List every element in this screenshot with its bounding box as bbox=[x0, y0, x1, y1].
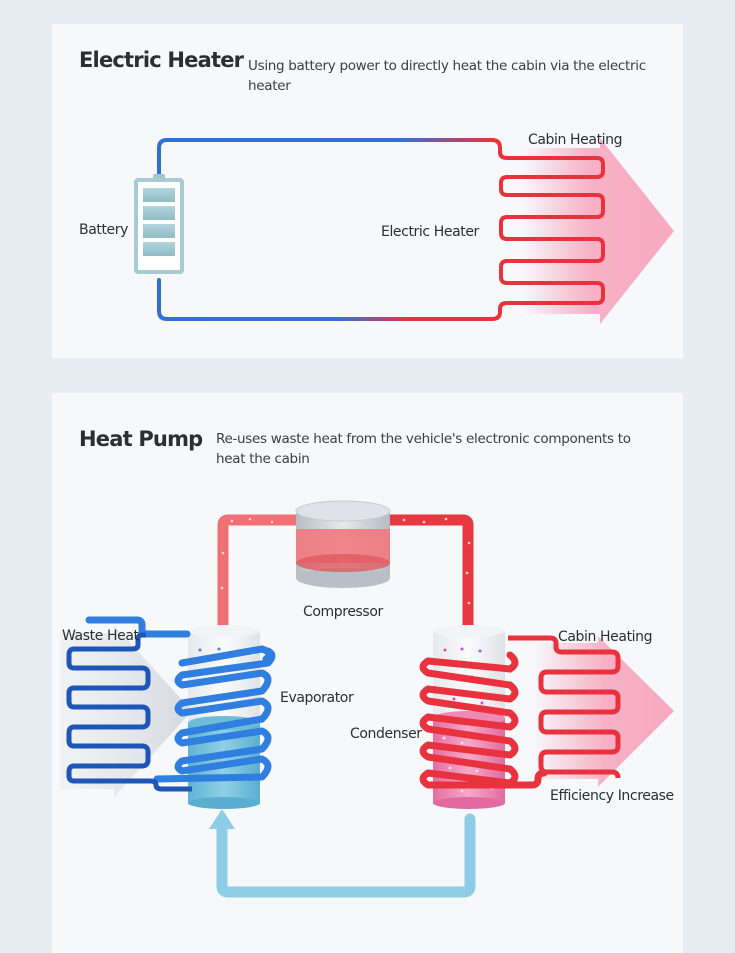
circuit-wire-bottom bbox=[157, 278, 494, 321]
electric-heater-label: Electric Heater bbox=[381, 224, 480, 240]
heat-pump-description: Re-uses waste heat from the vehicle's el… bbox=[216, 431, 631, 467]
condenser-coil bbox=[419, 657, 548, 789]
return-line bbox=[216, 813, 476, 898]
cabin-heating-label: Cabin Heating bbox=[558, 629, 652, 645]
circuit-wire-top bbox=[157, 138, 605, 197]
electric-heater-diagram: Battery Electric Heater Cabin Heating bbox=[79, 132, 674, 324]
return-arrowhead-icon bbox=[209, 809, 235, 829]
refrigerant-dots bbox=[220, 517, 471, 605]
electric-heater-description: Using battery power to directly heat the… bbox=[248, 58, 646, 94]
heat-pump-diagram: Compressor Waste Heat Evaporator Condens… bbox=[60, 500, 674, 898]
compressor-label: Compressor bbox=[303, 604, 383, 620]
heater-coil bbox=[490, 193, 605, 321]
battery-label: Battery bbox=[79, 222, 128, 238]
cabin-heating-label: Cabin Heating bbox=[528, 132, 622, 148]
waste-heat-coil bbox=[66, 632, 192, 792]
evaporator-coil-top bbox=[178, 645, 273, 667]
electric-heater-panel: Electric Heater Using battery power to d… bbox=[52, 24, 683, 358]
heat-pump-title: Heat Pump bbox=[79, 427, 203, 451]
condenser-label: Condenser bbox=[350, 726, 422, 742]
heat-pump-panel: Heat Pump Re-uses waste heat from the ve… bbox=[52, 393, 683, 953]
cabin-heating-arrow bbox=[522, 138, 674, 324]
efficiency-increase-label: Efficiency Increase bbox=[550, 788, 674, 804]
compressor-icon bbox=[295, 500, 391, 588]
pipe-evaporator-to-compressor bbox=[217, 514, 297, 628]
waste-heat-label: Waste Heat bbox=[62, 628, 139, 644]
battery-icon bbox=[134, 174, 184, 274]
condenser-coil-top bbox=[424, 651, 519, 673]
cabin-heating-coil bbox=[508, 635, 621, 779]
evaporator-label: Evaporator bbox=[280, 690, 354, 706]
electric-heater-title: Electric Heater bbox=[79, 48, 244, 72]
evaporator-coil bbox=[85, 616, 276, 783]
pipe-compressor-to-condenser bbox=[390, 514, 474, 628]
